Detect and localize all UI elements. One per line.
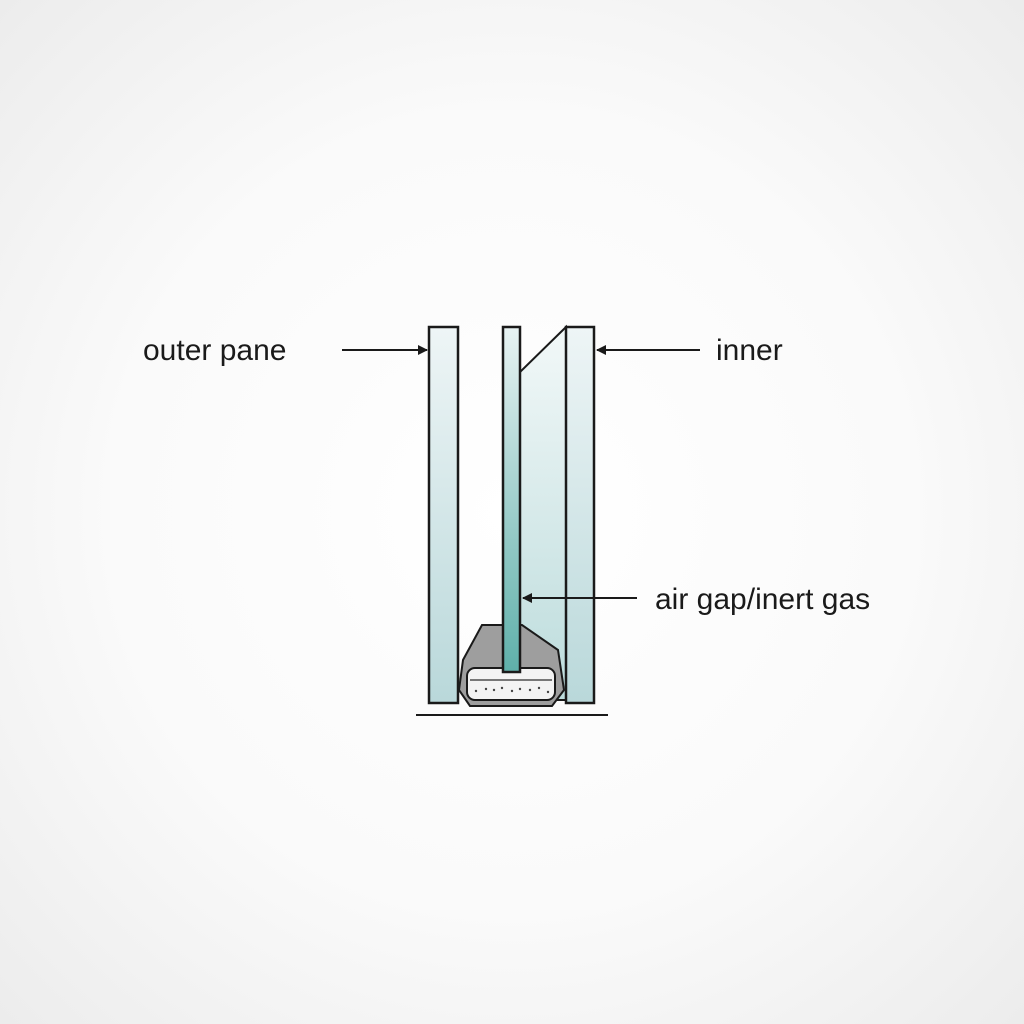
inner-pane [564, 325, 596, 705]
middle-pane [501, 325, 522, 674]
spacer-bar [457, 624, 566, 707]
inner-pane-label: inner [716, 334, 783, 367]
gas-label: air gap/inert gas [655, 583, 870, 616]
outer-pane-label: outer pane [143, 334, 286, 367]
desiccant-dots [474, 686, 550, 694]
outer-pane [427, 325, 460, 705]
